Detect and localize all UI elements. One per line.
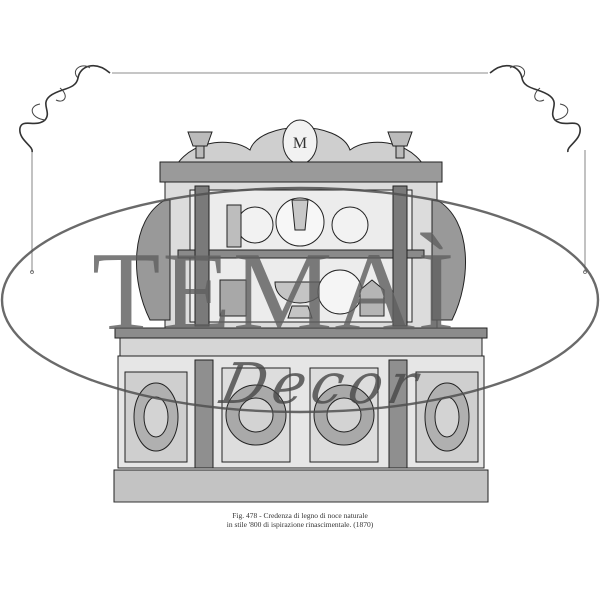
figure-caption-line2: in stile '800 di ispirazione rinasciment… xyxy=(226,520,374,529)
watermark-subbrand: Decor xyxy=(215,352,429,417)
lower-cabinet xyxy=(113,327,489,503)
watermark-brand: TEMAÌ xyxy=(92,230,457,354)
figure-caption-line1: Fig. 478 - Credenza di legno di noce nat… xyxy=(232,511,368,520)
watermark-ellipse xyxy=(0,186,600,414)
svg-text:M: M xyxy=(293,135,307,152)
crest-ornament: M xyxy=(159,119,443,183)
upper-hutch xyxy=(136,181,466,329)
ornamental-frame xyxy=(19,64,587,274)
